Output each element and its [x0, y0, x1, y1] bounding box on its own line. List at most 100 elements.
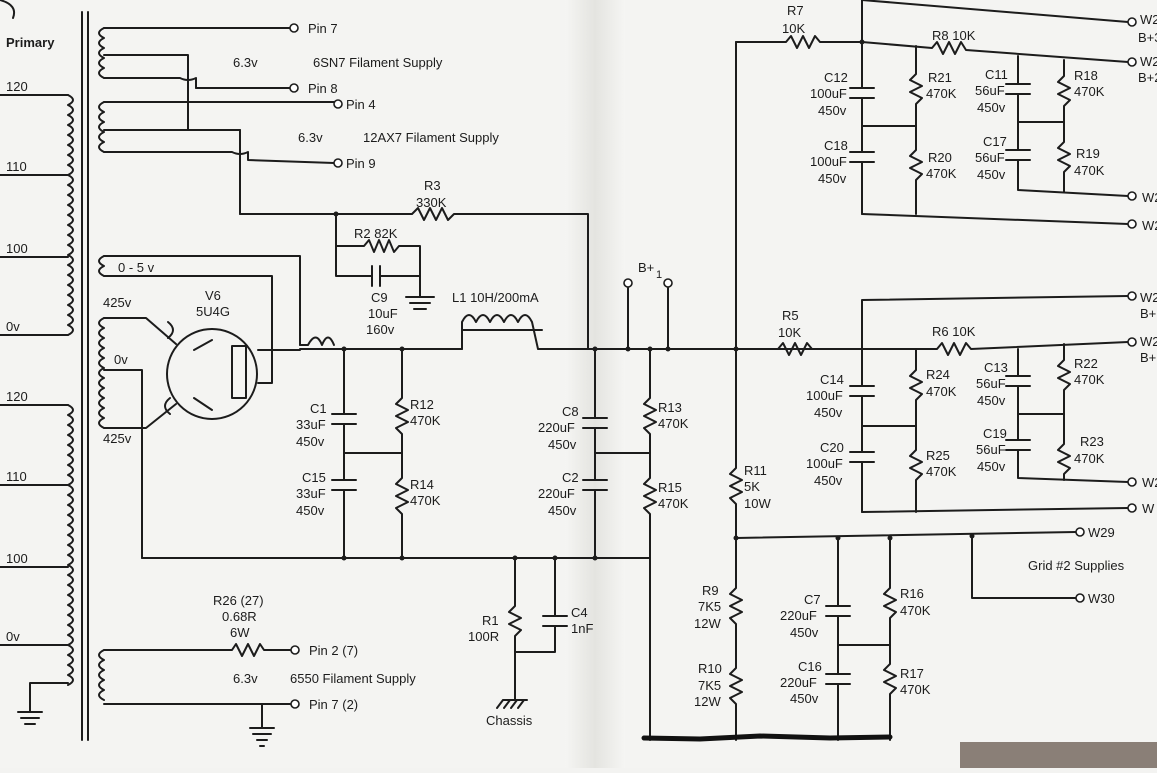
- r18-value: 470K: [1074, 84, 1105, 99]
- tap-upper-0v: 0v: [6, 319, 20, 334]
- junction-dots: [333, 39, 975, 561]
- r24-ref: R24: [926, 367, 950, 382]
- grid2-label: Grid #2 Supplies: [1028, 558, 1125, 573]
- r3-ref: R3: [424, 178, 441, 193]
- edge-label: W2: [1140, 290, 1157, 305]
- coil-hv: [98, 317, 105, 429]
- c1-value: 33uF: [296, 417, 326, 432]
- c20-value: 100uF: [806, 456, 843, 471]
- right-edge-labels: W2 B+3 W2 B+2 W2 W2 W2 B+ W2 B+ W2 W: [1138, 12, 1157, 516]
- c18-ref: C18: [824, 138, 848, 153]
- r14-ref: R14: [410, 477, 434, 492]
- c14-value: 100uF: [806, 388, 843, 403]
- edge-label: W2: [1140, 12, 1157, 27]
- c19-ref: C19: [983, 426, 1007, 441]
- r20-ref: R20: [928, 150, 952, 165]
- c20-ref: C20: [820, 440, 844, 455]
- w30-terminal: [1075, 593, 1085, 603]
- r23-ref: R23: [1080, 434, 1104, 449]
- edge-label: W2: [1142, 218, 1157, 233]
- r2-label: R2 82K: [354, 226, 398, 241]
- v6-tube-envelope: [166, 328, 258, 420]
- tap-upper-120: 120: [6, 79, 28, 94]
- bleeder-chain: R11 5K 10W R9 7K5 12W R10 7K5 12W: [694, 41, 771, 741]
- c13-voltage: 450v: [977, 393, 1006, 408]
- c20-voltage: 450v: [814, 473, 843, 488]
- primary-section: Primary 120 110 100 0v 120 110 100 0v: [0, 0, 89, 741]
- c18-voltage: 450v: [818, 171, 847, 186]
- v6-type: 5U4G: [196, 304, 230, 319]
- r21-ref: R21: [928, 70, 952, 85]
- r24-value: 470K: [926, 384, 957, 399]
- c8-ref: C8: [562, 404, 579, 419]
- r12-value: 470K: [410, 413, 441, 428]
- c15-voltage: 450v: [296, 503, 325, 518]
- 6550-voltage: 6.3v: [233, 671, 258, 686]
- r11-power: 10W: [744, 496, 771, 511]
- pin9-terminal: [333, 158, 343, 168]
- second-filter-bank: C8 220uF 450v C2 220uF 450v R13 470K R15…: [538, 260, 689, 741]
- edge-label: W2: [1142, 190, 1157, 205]
- b3-b2-network: R7 10K R8 10K C12 100uF 450v C18 100uF 4…: [735, 0, 1137, 229]
- r9-ref: R9: [702, 583, 719, 598]
- r22-value: 470K: [1074, 372, 1105, 387]
- ht-rail: L1 10H/200mA: [299, 290, 841, 350]
- coil-0-5v: [98, 255, 105, 277]
- chassis-network: R1 100R C4 1nF Chassis: [468, 557, 593, 728]
- r13-value: 470K: [658, 416, 689, 431]
- edge-label: B+3: [1138, 30, 1157, 45]
- pin7-terminal: [289, 23, 299, 33]
- pin2-7-label: Pin 2 (7): [309, 643, 358, 658]
- tap-lower-110: 110: [6, 469, 27, 484]
- r19-value: 470K: [1074, 163, 1105, 178]
- primary-coil-lower: [67, 404, 74, 686]
- 12ax7-filament-label: 12AX7 Filament Supply: [363, 130, 499, 145]
- pin4-terminal: [333, 99, 343, 109]
- r23-value: 470K: [1074, 451, 1105, 466]
- c7-voltage: 450v: [790, 625, 819, 640]
- r1-value: 100R: [468, 629, 499, 644]
- r26-power: 6W: [230, 625, 250, 640]
- v6-cathode: [231, 345, 247, 399]
- 12ax7-voltage: 6.3v: [298, 130, 323, 145]
- primary-corner-mark: [0, 0, 16, 19]
- c16-ref: C16: [798, 659, 822, 674]
- chassis-label: Chassis: [486, 713, 533, 728]
- w30-label: W30: [1088, 591, 1115, 606]
- hv-ct-label: 0v: [114, 352, 128, 367]
- 6550-filament-label: 6550 Filament Supply: [290, 671, 416, 686]
- c2-voltage: 450v: [548, 503, 577, 518]
- c17-ref: C17: [983, 134, 1007, 149]
- r19-ref: R19: [1076, 146, 1100, 161]
- c4-ref: C4: [571, 605, 588, 620]
- tap-upper-100: 100: [6, 241, 28, 256]
- chassis-ground-symbol: [496, 651, 528, 709]
- r6-label: R6 10K: [932, 324, 976, 339]
- c12-voltage: 450v: [818, 103, 847, 118]
- r5-value: 10K: [778, 325, 801, 340]
- c9-voltage: 160v: [366, 322, 395, 337]
- pin8-terminal: [289, 83, 299, 93]
- c11-value: 56uF: [975, 83, 1005, 98]
- edge-label: B+: [1140, 306, 1156, 321]
- c15-value: 33uF: [296, 486, 326, 501]
- r10-ref: R10: [698, 661, 722, 676]
- c9-ref: C9: [371, 290, 388, 305]
- c1-ref: C1: [310, 401, 327, 416]
- grid2-supply-network: W29 W30 Grid #2 Supplies C7 220uF 450v C…: [735, 525, 1125, 741]
- c14-ref: C14: [820, 372, 844, 387]
- coil-12ax7: [98, 101, 105, 153]
- pin7-label: Pin 7: [308, 21, 338, 36]
- table-edge: [960, 742, 1157, 768]
- r3-value: 330K: [416, 195, 447, 210]
- 6sn7-filament-label: 6SN7 Filament Supply: [313, 55, 443, 70]
- c7-ref: C7: [804, 592, 821, 607]
- c9-ground-symbol: [405, 296, 435, 310]
- b1-terminal-b: [663, 278, 673, 288]
- r8-label: R8 10K: [932, 28, 976, 43]
- c7-value: 220uF: [780, 608, 817, 623]
- c18-value: 100uF: [810, 154, 847, 169]
- primary-earth-symbol: [17, 682, 69, 725]
- pin4-label: Pin 4: [346, 97, 376, 112]
- c12-value: 100uF: [810, 86, 847, 101]
